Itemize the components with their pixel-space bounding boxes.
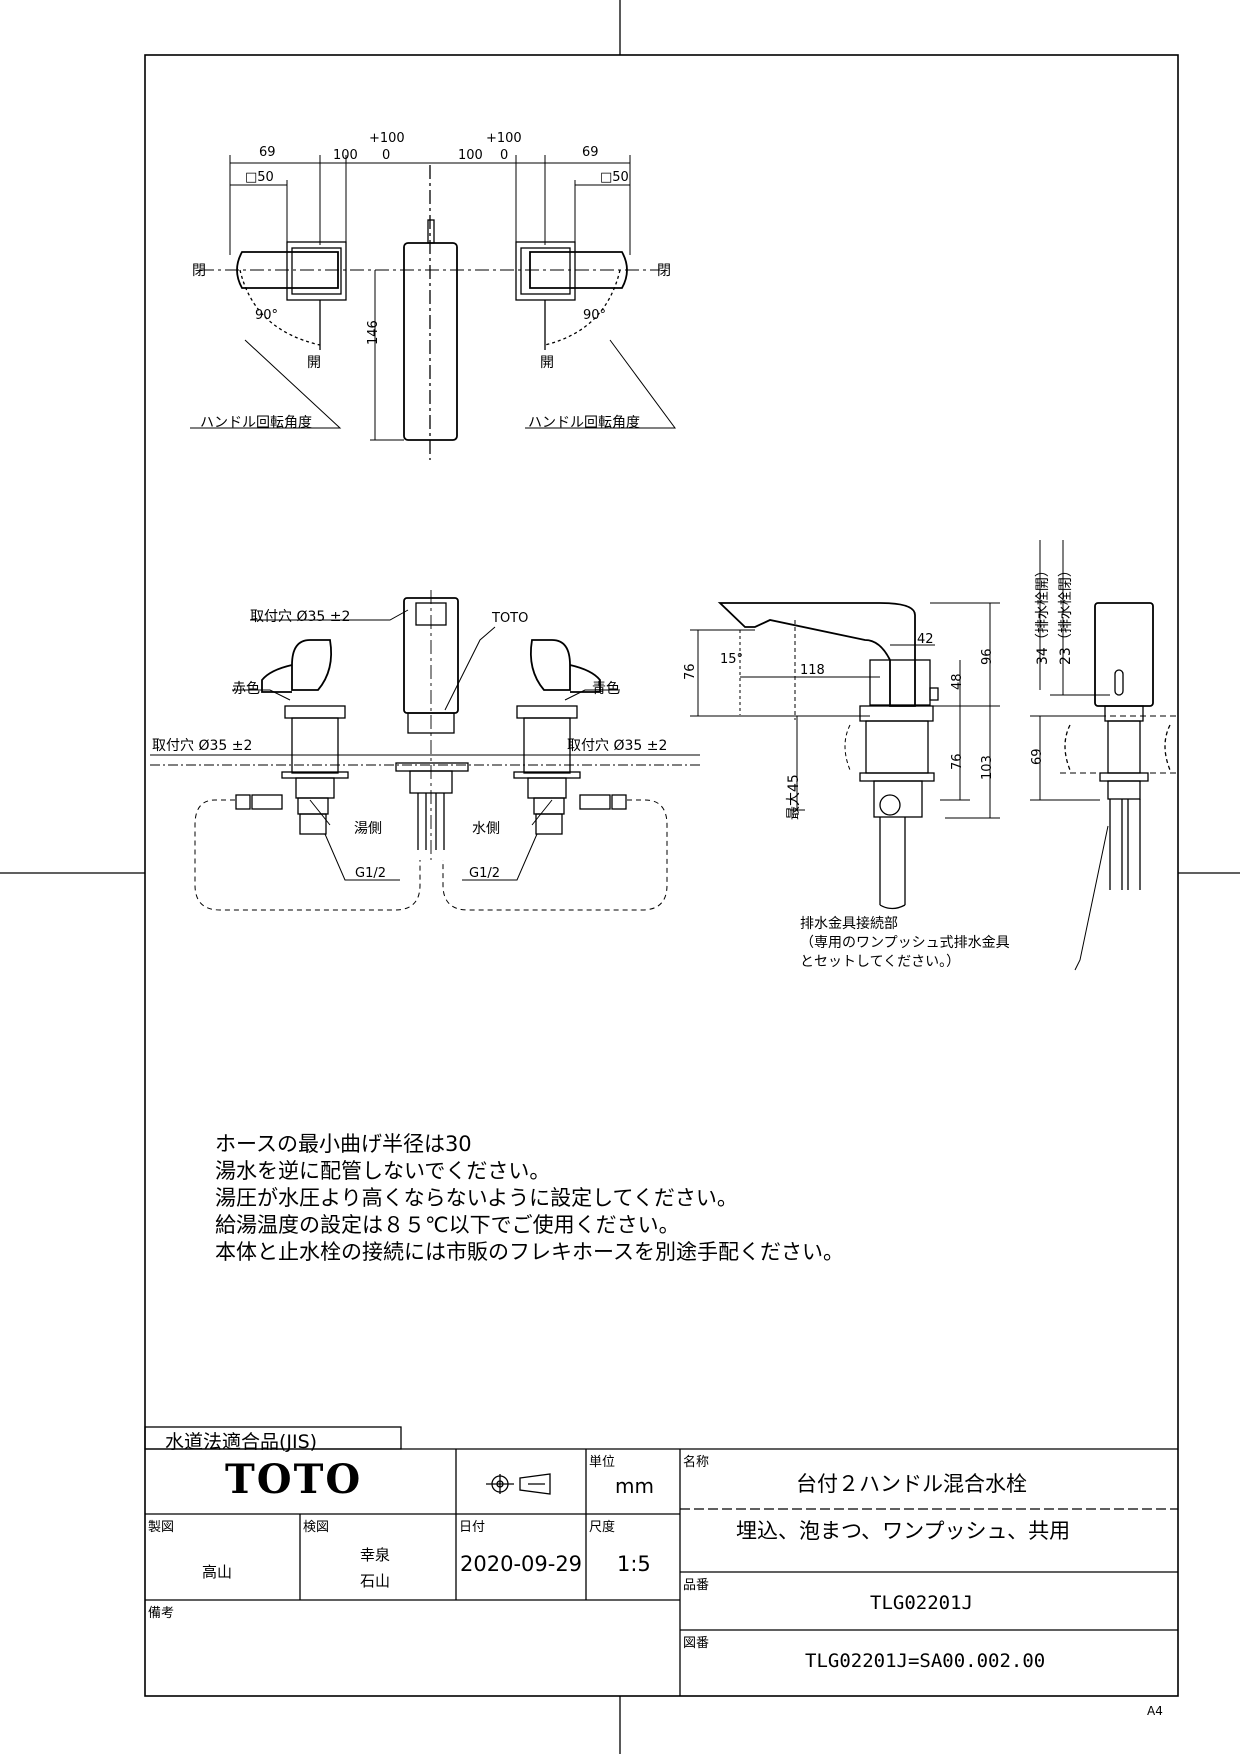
checked-by-1: 幸泉 — [360, 1546, 391, 1564]
side-view-2 — [1064, 602, 1171, 890]
date-value: 2020-09-29 — [460, 1552, 583, 1576]
side-view — [690, 540, 1178, 971]
name-label: 名称 — [683, 1455, 710, 1470]
dim-100-right: 100 — [458, 148, 483, 163]
note-line: 本体と止水栓の接続には市販のフレキホースを別途手配ください。 — [215, 1240, 844, 1264]
dim-23-drain-closed: 23（排水栓閉） — [1058, 563, 1074, 665]
brand-mark-label: TOTO — [492, 611, 529, 626]
dim-plus100-left: +100 — [369, 131, 405, 146]
note-line: 湯水を逆に配管しないでください。 — [215, 1159, 551, 1183]
dim-103: 103 — [980, 755, 995, 780]
dim-plus100-right: +100 — [486, 131, 522, 146]
dim-48: 48 — [950, 673, 965, 690]
top-dims-right — [430, 155, 631, 255]
title-block-lines — [144, 1426, 1178, 1696]
dim-0-right: 0 — [500, 148, 509, 163]
max-45: 最大45 — [786, 774, 802, 820]
part-label: 品番 — [683, 1578, 710, 1593]
hot-side-label: 湯側 — [354, 821, 382, 837]
right-handle-top — [515, 241, 628, 350]
top-view — [190, 155, 676, 460]
note-line: ホースの最小曲げ半径は30 — [215, 1132, 472, 1156]
dim-146: 146 — [366, 320, 381, 345]
label-open-right: 開 — [540, 355, 554, 371]
product-name-line2: 埋込、泡まつ、ワンプッシュ、共用 — [736, 1519, 1071, 1543]
spout-front — [395, 590, 469, 860]
dim-sq50-right: □50 — [600, 170, 629, 185]
front-view — [150, 590, 700, 911]
angle-90-right: 90° — [583, 308, 607, 323]
note-line: 湯圧が水圧より高くならないように設定してください。 — [215, 1186, 738, 1210]
dim-69-right: 69 — [582, 145, 599, 160]
notes-block: ホースの最小曲げ半径は30 湯水を逆に配管しないでください。 湯圧が水圧より高く… — [215, 1131, 844, 1266]
dim-34-drain-open: 34（排水栓開） — [1035, 563, 1051, 665]
dim-100-left: 100 — [333, 148, 358, 163]
sheet-size: A4 — [1147, 1704, 1163, 1718]
dim-118: 118 — [800, 663, 825, 678]
drawn-by: 高山 — [202, 1563, 233, 1581]
rotation-caption-right: ハンドル回転角度 — [528, 415, 640, 431]
projection-symbol-icon — [486, 1473, 551, 1495]
drain-note-3: とセットしてください。） — [800, 954, 961, 970]
unit-value: mm — [615, 1474, 654, 1498]
spout-top — [403, 165, 458, 460]
rotation-caption-left: ハンドル回転角度 — [200, 415, 312, 431]
mount-hole-top: 取付穴 Ø35 ±2 — [250, 609, 351, 625]
dim-sq50-left: □50 — [245, 170, 274, 185]
right-handle-front — [513, 639, 627, 835]
note-line: 給湯温度の設定は８５℃以下でご使用ください。 — [215, 1213, 680, 1237]
dim-76-bottom: 76 — [950, 753, 965, 770]
dim-69-left: 69 — [259, 145, 276, 160]
checked-by-2: 石山 — [360, 1572, 391, 1590]
angle-15: 15° — [720, 652, 744, 667]
label-closed-right: 閉 — [657, 263, 671, 279]
cold-side-label: 水側 — [472, 821, 500, 837]
drain-note-2: （専用のワンプッシュ式排水金具 — [800, 935, 1010, 951]
left-handle-front — [235, 639, 349, 835]
thread-right-label: G1/2 — [469, 866, 500, 881]
part-value: TLG02201J — [870, 1592, 973, 1614]
remarks-label: 備考 — [148, 1606, 175, 1621]
mount-hole-right: 取付穴 Ø35 ±2 — [567, 738, 668, 754]
date-label: 日付 — [459, 1520, 486, 1535]
unit-label: 単位 — [589, 1455, 616, 1470]
drawing-value: TLG02201J=SA00.002.00 — [805, 1650, 1046, 1672]
top-dims-left — [229, 155, 430, 255]
drawing-label: 図番 — [683, 1636, 710, 1651]
dim-76-top: 76 — [683, 663, 698, 680]
dim-42: 42 — [917, 632, 934, 647]
side-dims — [690, 540, 1110, 819]
scale-label: 尺度 — [589, 1520, 616, 1535]
mount-hole-left: 取付穴 Ø35 ±2 — [152, 738, 253, 754]
blue-label: 青色 — [592, 681, 620, 697]
scale-value: 1:5 — [617, 1552, 651, 1576]
cert-label: 水道法適合品(JIS) — [165, 1431, 318, 1453]
checked-label: 検図 — [303, 1520, 330, 1535]
dim-0-left: 0 — [382, 148, 391, 163]
left-handle-top — [236, 241, 347, 350]
dim-96: 96 — [980, 648, 995, 665]
angle-90-left: 90° — [255, 308, 279, 323]
red-label: 赤色 — [232, 681, 260, 697]
thread-left-label: G1/2 — [355, 866, 386, 881]
product-name-line1: 台付２ハンドル混合水栓 — [796, 1472, 1027, 1496]
dim-69-side: 69 — [1030, 748, 1045, 765]
company-logo: TOTO — [225, 1456, 363, 1503]
label-closed-left: 閉 — [192, 263, 206, 279]
drain-note-1: 排水金具接続部 — [800, 916, 898, 932]
label-open-left: 開 — [307, 355, 321, 371]
drawn-label: 製図 — [148, 1520, 175, 1535]
